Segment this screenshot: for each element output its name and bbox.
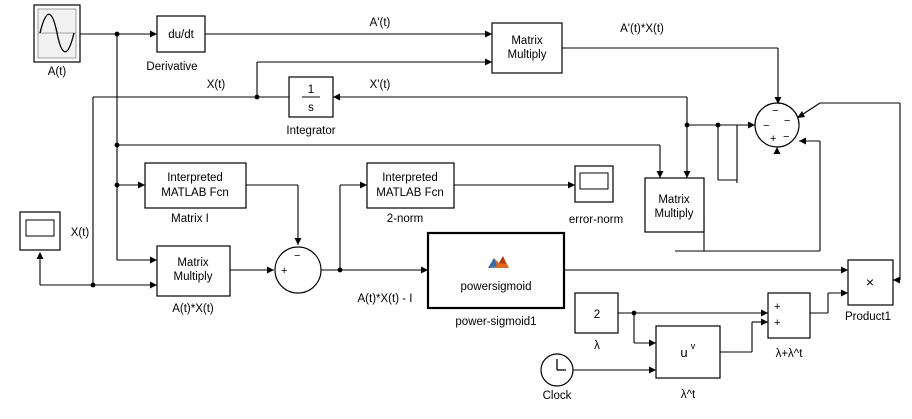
integrator-block[interactable]: 1 s Integrator <box>286 76 336 137</box>
interp2-line2: MATLAB Fcn <box>376 187 444 199</box>
product-block[interactable]: × Product1 <box>845 259 894 323</box>
matrix-multiply-top-block[interactable]: Matrix Multiply <box>491 22 563 74</box>
lambda-label: λ <box>594 340 600 352</box>
lambda-t-label: λ^t <box>681 389 696 401</box>
mm-top-line1: Matrix <box>511 35 543 47</box>
mm-bottom-line2: Multiply <box>174 271 213 283</box>
power-block[interactable]: u v λ^t <box>655 325 721 401</box>
derivative-block[interactable]: du/dt Derivative <box>146 15 206 73</box>
interp2-line1: Interpreted <box>382 172 438 184</box>
interp1-line1: Interpreted <box>167 172 223 184</box>
sum-block[interactable]: − − − − + <box>754 102 800 148</box>
mm-bottom-line1: Matrix <box>177 257 209 269</box>
derivative-label: Derivative <box>146 61 197 73</box>
lambda-sum-plus1: + <box>774 301 780 313</box>
constant-value: 2 <box>594 309 600 321</box>
subtract-block[interactable]: + − <box>274 246 322 294</box>
constant-block[interactable]: 2 λ <box>574 292 619 352</box>
interpreted-matlab-fcn-2norm-block[interactable]: Interpreted MATLAB Fcn 2-norm <box>366 162 455 225</box>
power-sigmoid1-label: power-sigmoid1 <box>455 316 536 328</box>
clock-icon <box>540 353 574 387</box>
product-symbol: × <box>866 274 874 290</box>
subtract-sign-plus: + <box>281 265 287 277</box>
sine-wave-icon <box>38 13 76 53</box>
sum-sign-top: − <box>772 105 778 117</box>
power-exponent: v <box>691 341 696 351</box>
mm-right-line1: Matrix <box>658 194 690 206</box>
ax-minus-i-label: A(t)*X(t) - I <box>358 293 413 305</box>
matlab-logo-icon <box>488 256 509 268</box>
signal-lines <box>39 33 901 371</box>
lambda-sum-label: λ+λ^t <box>776 348 804 360</box>
x-prime-label: X'(t) <box>370 79 391 91</box>
sum-sign-bottom: + <box>770 133 776 145</box>
integrator-denominator: s <box>308 102 314 114</box>
error-norm-scope-block[interactable]: error-norm <box>569 165 623 226</box>
matrix-i-label: Matrix I <box>171 213 209 225</box>
a-prime-label: A'(t) <box>370 17 391 29</box>
power-base: u <box>680 345 687 360</box>
integrator-numerator: 1 <box>308 84 314 96</box>
x-t-scope-label: X(t) <box>71 227 90 239</box>
powersigmoid-block[interactable]: powersigmoid power-sigmoid1 <box>426 231 566 328</box>
mm-top-line2: Multiply <box>508 49 547 61</box>
junction-dots <box>90 31 721 316</box>
derivative-text: du/dt <box>168 29 194 41</box>
lambda-sum-plus2: + <box>774 317 780 329</box>
lambda-sum-block[interactable]: + + λ+λ^t <box>767 292 811 360</box>
arrowheads <box>36 30 900 374</box>
sum-sign-bottom-right: − <box>783 131 789 143</box>
integrator-label: Integrator <box>286 125 335 137</box>
interp1-line2: MATLAB Fcn <box>161 187 229 199</box>
ax-product-label: A(t)*X(t) <box>172 303 214 315</box>
x-t-top-label: X(t) <box>207 79 226 91</box>
matrix-multiply-bottom-block[interactable]: Matrix Multiply A(t)*X(t) <box>156 245 231 315</box>
error-norm-label: error-norm <box>569 214 623 226</box>
clock-block[interactable]: Clock <box>540 353 574 402</box>
mm-right-line2: Multiply <box>655 208 694 220</box>
sine-source-label: A(t) <box>48 66 67 78</box>
subtract-sign-minus: − <box>294 250 300 262</box>
sine-wave-source-block[interactable]: A(t) <box>33 4 81 78</box>
scope-icon <box>579 172 609 190</box>
two-norm-label: 2-norm <box>387 213 423 225</box>
matrix-multiply-right-block[interactable]: Matrix Multiply <box>644 177 705 233</box>
clock-label: Clock <box>543 390 572 402</box>
scope-icon <box>25 219 55 237</box>
powersigmoid-text: powersigmoid <box>461 281 532 293</box>
sum-sign-left: − <box>763 120 769 132</box>
aprime-x-label: A'(t)*X(t) <box>620 23 664 35</box>
sum-sign-right: − <box>784 115 790 127</box>
x-t-scope-block[interactable]: X(t) <box>19 211 90 251</box>
product1-label: Product1 <box>845 311 891 323</box>
interpreted-matlab-fcn-matrix-i-block[interactable]: Interpreted MATLAB Fcn Matrix I <box>144 162 247 225</box>
